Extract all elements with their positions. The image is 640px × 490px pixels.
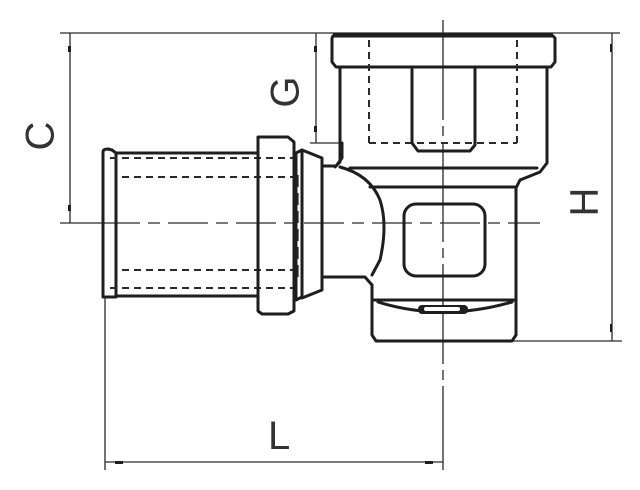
dimension-label-h: H [562, 187, 607, 217]
centerlines [100, 20, 540, 470]
dimension-label-c: C [18, 121, 63, 151]
lower-body [370, 202, 518, 343]
dimension-label-l: L [268, 414, 291, 458]
pipe-sleeve [101, 147, 296, 299]
threaded-outlet [330, 33, 557, 337]
elbow-body [320, 141, 386, 287]
dimension-label-g: G [263, 76, 308, 108]
compression-nut [256, 135, 324, 316]
